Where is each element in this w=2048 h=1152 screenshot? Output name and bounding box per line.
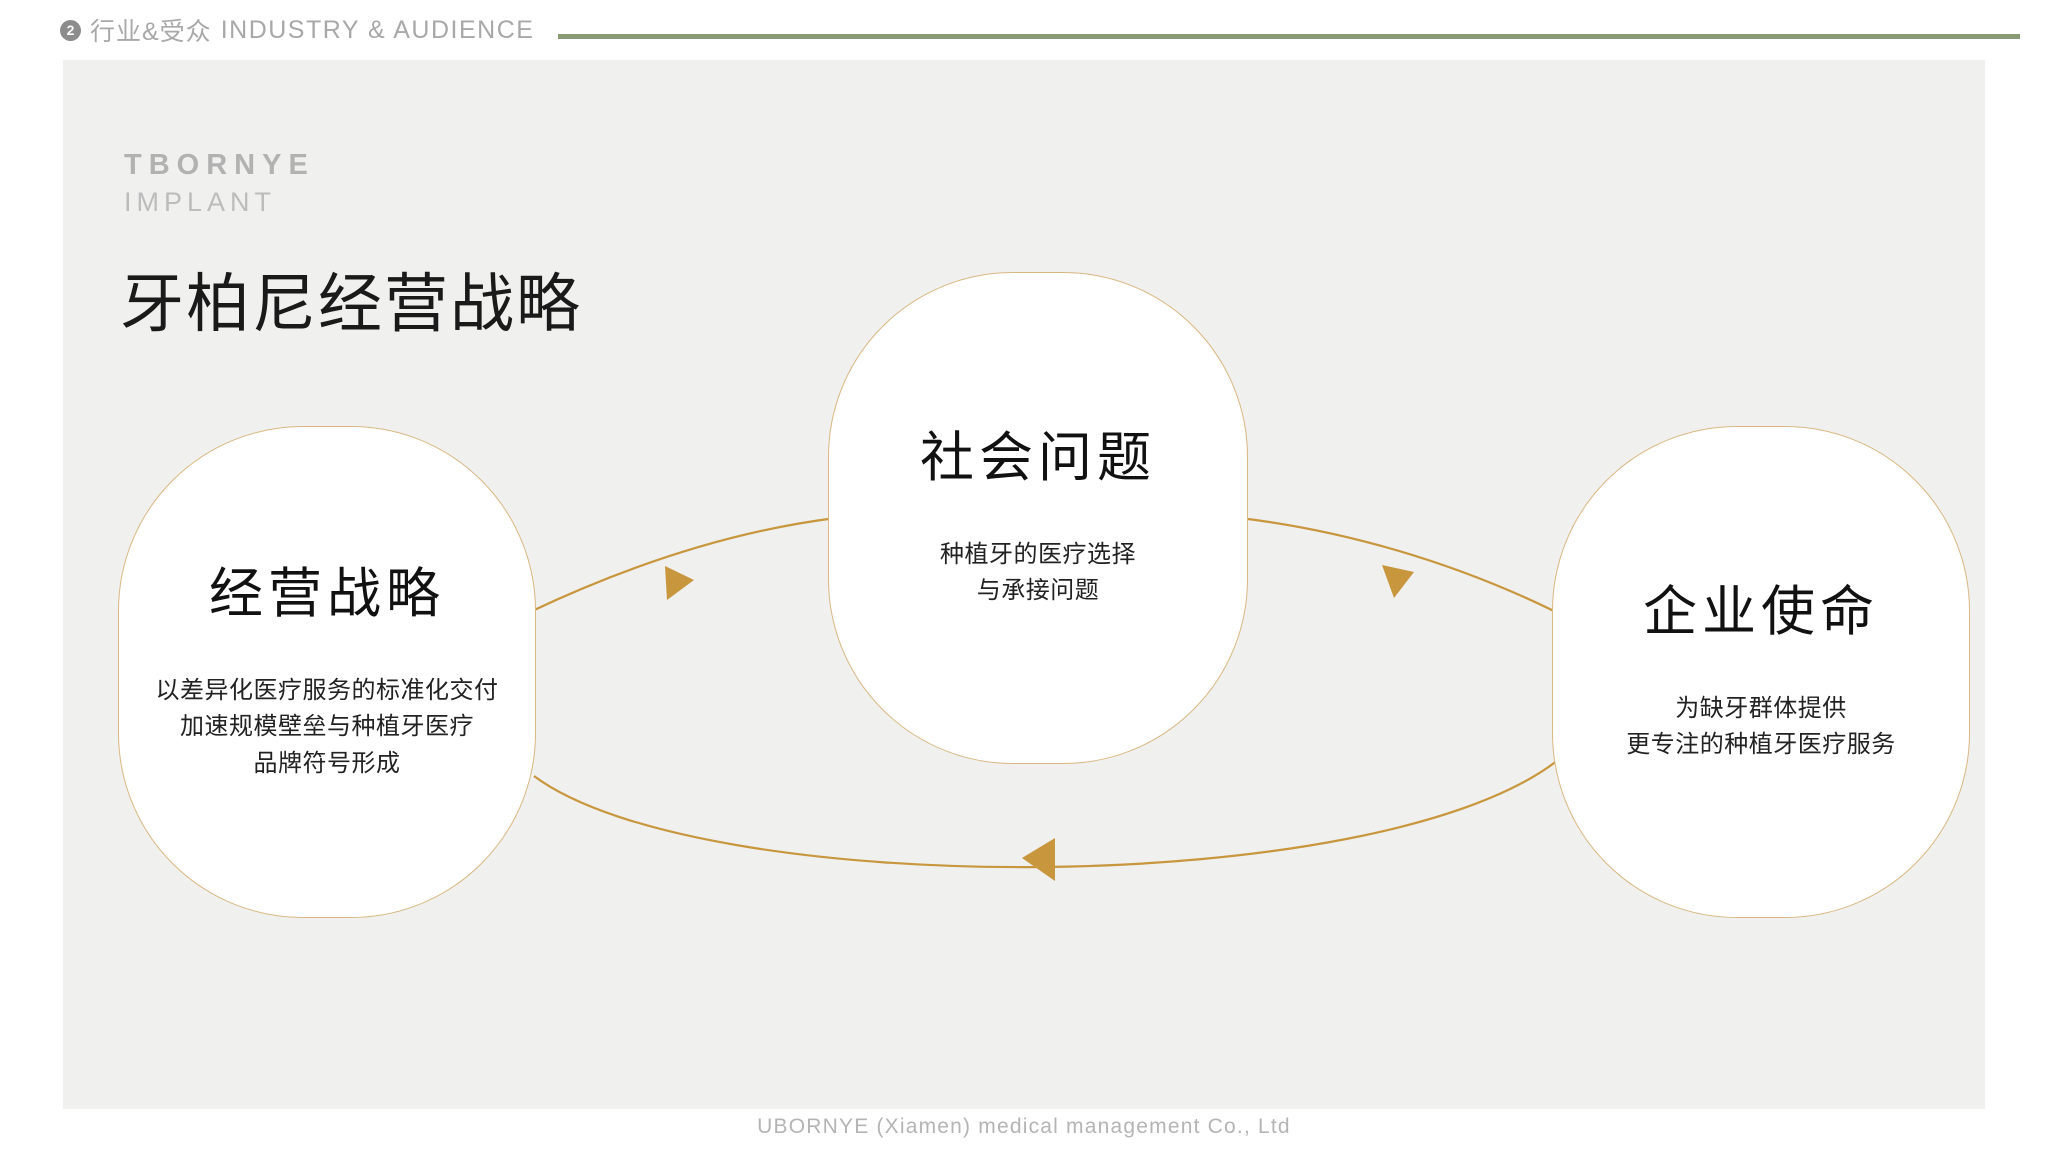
card-body-line: 以差异化医疗服务的标准化交付 bbox=[155, 676, 499, 704]
card-body-line: 更专注的种植牙医疗服务 bbox=[1626, 731, 1896, 759]
card-title: 社会问题 bbox=[920, 428, 1156, 489]
card-corporate-mission[interactable]: 企业使命 为缺牙群体提供 更专注的种植牙医疗服务 bbox=[1552, 426, 1970, 918]
section-number-badge: 2 bbox=[60, 19, 81, 41]
card-title: 经营战略 bbox=[209, 563, 445, 624]
card-body-line: 与承接问题 bbox=[976, 577, 1100, 605]
slide-header: 2 行业&受众 INDUSTRY & AUDIENCE bbox=[0, 0, 2048, 60]
card-body: 种植牙的医疗选择 与承接问题 bbox=[940, 537, 1136, 610]
brand-lockup: TBORNYE IMPLANT bbox=[124, 149, 315, 220]
slide-footer: UBORNYE (Xiamen) medical management Co.,… bbox=[757, 1115, 1291, 1138]
card-body-line: 品牌符号形成 bbox=[253, 749, 401, 777]
card-body: 为缺牙群体提供 更专注的种植牙医疗服务 bbox=[1626, 691, 1896, 764]
card-title: 企业使命 bbox=[1643, 582, 1879, 643]
brand-name: TBORNYE bbox=[124, 149, 315, 181]
card-body-line: 种植牙的医疗选择 bbox=[940, 540, 1136, 568]
page-title: 牙柏尼经营战略 bbox=[120, 268, 582, 340]
card-body: 以差异化医疗服务的标准化交付 加速规模壁垒与种植牙医疗 品牌符号形成 bbox=[156, 673, 499, 782]
card-business-strategy[interactable]: 经营战略 以差异化医疗服务的标准化交付 加速规模壁垒与种植牙医疗 品牌符号形成 bbox=[118, 426, 536, 918]
section-title-cn: 行业&受众 bbox=[90, 18, 212, 46]
card-body-line: 加速规模壁垒与种植牙医疗 bbox=[180, 713, 474, 741]
brand-subtitle: IMPLANT bbox=[124, 186, 277, 217]
card-body-line: 为缺牙群体提供 bbox=[1675, 694, 1847, 722]
header-rule-line bbox=[558, 33, 2020, 39]
card-social-problem[interactable]: 社会问题 种植牙的医疗选择 与承接问题 bbox=[828, 272, 1248, 764]
section-title-en: INDUSTRY & AUDIENCE bbox=[220, 15, 535, 44]
